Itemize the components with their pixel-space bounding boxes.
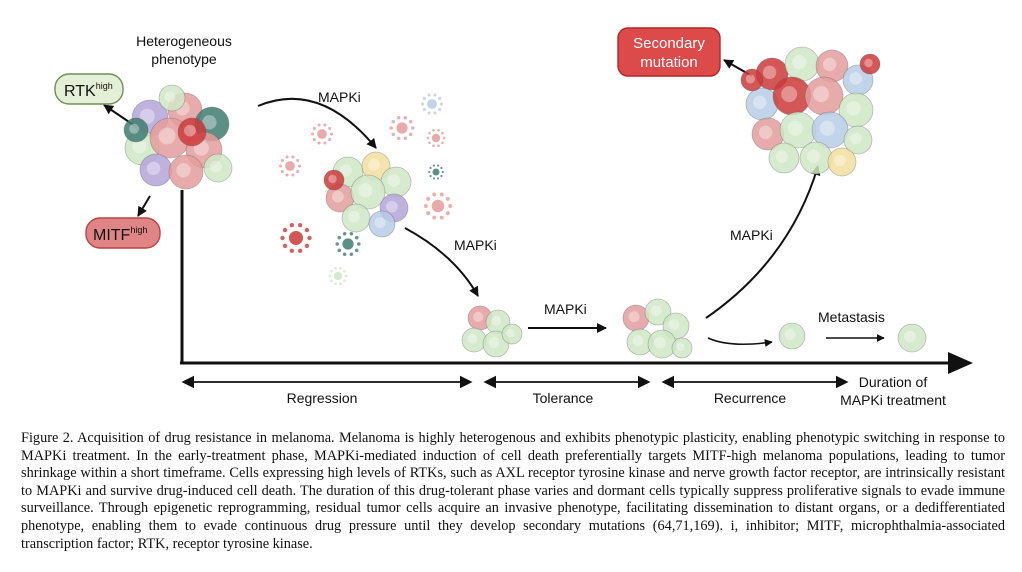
tumor-cell	[811, 111, 849, 149]
svg-text:RTKhigh: RTKhigh	[64, 81, 113, 100]
heterogeneous-label-line1: Heterogeneous	[136, 33, 232, 49]
dying-cell	[428, 164, 444, 180]
mapki-label-4: MAPKi	[730, 227, 773, 243]
tumor-cell	[325, 183, 355, 213]
mapki-label-3: MAPKi	[544, 301, 587, 317]
x-axis-title-line2: MAPKi treatment	[840, 392, 946, 408]
x-axis-title-line1: Duration of	[859, 374, 928, 390]
tumor-cell	[158, 84, 186, 112]
tumor-cell	[784, 46, 820, 82]
tumor-cell	[671, 337, 693, 359]
tumor-cell	[859, 53, 881, 75]
svg-text:MITFhigh: MITFhigh	[93, 225, 147, 244]
tumor-cell	[139, 153, 173, 187]
mapki-arrow-recurrence	[705, 165, 821, 319]
dying-cell	[389, 115, 415, 141]
phase-label-recurrence: Recurrence	[714, 390, 787, 406]
cell-clusters	[123, 46, 927, 359]
mitf-arrow	[137, 195, 151, 217]
tumor-cell	[827, 147, 857, 177]
melanoma-resistance-diagram: Regression Tolerance Recurrence Duration…	[54, 27, 973, 408]
x-axis-arrowhead	[948, 352, 973, 374]
phase-label-regression: Regression	[287, 390, 358, 406]
mapki-arrow-2	[404, 227, 479, 297]
dying-cell	[279, 155, 301, 177]
tumor-cell	[361, 151, 391, 181]
mapki-arrow-1	[257, 97, 377, 149]
tumor-cell	[380, 166, 412, 198]
tumor-cell	[778, 322, 806, 350]
tumor-cell	[323, 169, 345, 191]
tumor-cell	[123, 117, 149, 143]
tumor-cell	[622, 304, 650, 332]
tumor-cell	[772, 76, 812, 116]
secondary-mutation-badge: Secondary mutation	[617, 27, 721, 77]
tumor-cell	[350, 174, 386, 210]
heterogeneous-tumor	[123, 84, 233, 190]
mitf-superscript: high	[130, 225, 147, 235]
tumor-cell	[745, 87, 779, 121]
mapki-label-1: MAPKi	[318, 89, 361, 105]
tumor-cell	[501, 323, 523, 345]
metastatic-cell	[897, 323, 927, 353]
tumor-cell	[482, 330, 510, 358]
rtk-superscript: high	[96, 81, 113, 91]
rtk-high-badge: RTKhigh	[54, 73, 124, 105]
tumor-cell	[897, 323, 927, 353]
secondary-label-line2: mutation	[640, 54, 698, 71]
tumor-cell	[203, 153, 233, 183]
tumor-cell	[644, 298, 672, 326]
tumor-cell	[177, 117, 207, 147]
dying-cell	[421, 93, 443, 115]
mitf-high-badge: MITFhigh	[85, 217, 161, 249]
dying-cell	[423, 192, 453, 220]
tumor-cell	[647, 329, 677, 359]
tumor-cell	[768, 142, 800, 174]
dying-cell	[328, 266, 348, 286]
tumor-cell	[168, 154, 204, 190]
tumor-cell	[341, 203, 371, 233]
recurrent-tumor	[740, 46, 881, 177]
dying-cell	[335, 231, 361, 257]
heterogeneous-label-line2: phenotype	[151, 51, 217, 67]
tumor-cell	[740, 68, 764, 92]
tumor-cell	[461, 327, 487, 353]
tumor-cell	[838, 92, 874, 128]
regression-tumor	[323, 151, 412, 238]
tumor-cell	[626, 328, 654, 356]
dying-cell	[280, 222, 312, 254]
metastatic-cell	[778, 322, 806, 350]
tumor-cell	[368, 210, 396, 238]
metastasis-arrow-1	[707, 337, 773, 347]
residual-cells	[622, 298, 693, 359]
tolerant-cells	[461, 305, 523, 358]
mitf-label: MITF	[93, 227, 131, 244]
mapki-label-2: MAPKi	[454, 237, 497, 253]
tumor-cell	[799, 141, 833, 175]
dying-cell	[426, 128, 446, 148]
rtk-label: RTK	[64, 83, 96, 100]
tumor-cell	[815, 49, 849, 83]
metastasis-label: Metastasis	[818, 309, 885, 325]
figure-caption: Figure 2. Acquisition of drug resistance…	[21, 430, 1005, 552]
secondary-label-line1: Secondary	[633, 35, 705, 52]
tumor-cell	[843, 125, 873, 155]
tumor-cell	[804, 76, 844, 116]
phase-label-tolerance: Tolerance	[533, 390, 594, 406]
dying-cell	[311, 123, 333, 145]
